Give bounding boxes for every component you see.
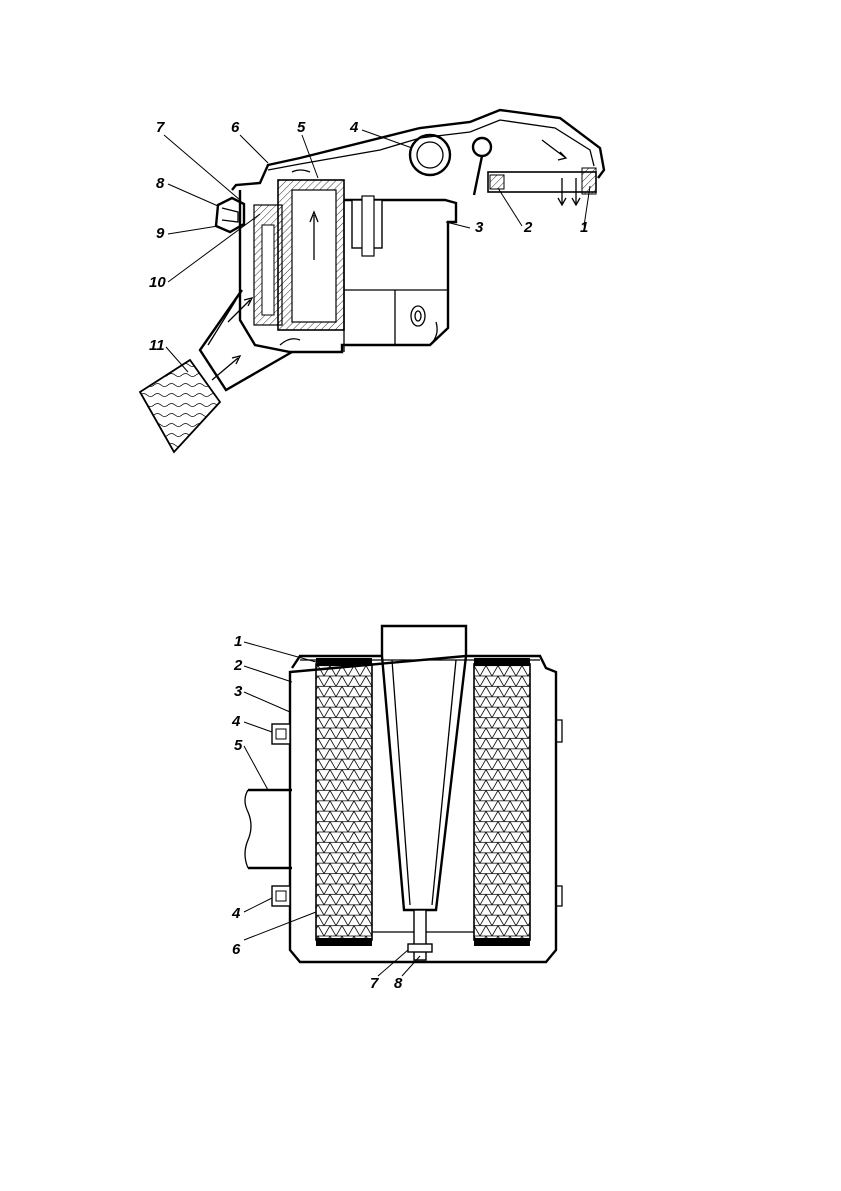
label-1: 1 xyxy=(580,219,588,236)
leader-f2-2 xyxy=(244,666,292,682)
label-9: 9 xyxy=(156,225,165,242)
central-funnel xyxy=(382,626,466,910)
filter-channel xyxy=(262,225,274,315)
label-f2-6: 6 xyxy=(232,941,241,958)
lever-knob xyxy=(473,138,491,156)
housing-corner xyxy=(430,322,437,345)
label-5: 5 xyxy=(297,119,306,136)
corrugated-hose xyxy=(140,360,220,452)
outlet-seal-left xyxy=(490,175,504,189)
nut xyxy=(408,944,432,952)
label-3: 3 xyxy=(475,219,484,236)
side-pipe-break xyxy=(245,790,251,868)
bolt-hole xyxy=(411,306,425,326)
leader-8 xyxy=(168,184,218,206)
flow-arrow-outlet xyxy=(542,140,566,160)
bracket-lower xyxy=(272,886,290,906)
indicator-window xyxy=(417,142,443,168)
filter-cap-right-top xyxy=(474,658,530,666)
leader-9 xyxy=(168,226,218,234)
label-11: 11 xyxy=(149,337,165,354)
bracket-upper xyxy=(272,724,290,744)
leader-7 xyxy=(164,135,240,200)
label-f2-5: 5 xyxy=(234,737,243,754)
lever-arm xyxy=(474,156,482,195)
filter-element-left xyxy=(316,664,372,940)
side-pipe xyxy=(248,790,292,868)
filter-cap-left-top xyxy=(316,658,372,666)
leader-f2-5 xyxy=(244,746,268,790)
flow-arrow-bottom xyxy=(280,339,300,345)
leader-f2-6 xyxy=(244,912,316,940)
figure-2-filter-section: 1 2 3 4 5 4 6 7 8 xyxy=(231,626,562,992)
label-f2-3: 3 xyxy=(234,683,243,700)
figure-1-air-cleaner-section: 7 6 5 4 3 2 1 8 9 10 11 xyxy=(140,110,604,452)
funnel-inner-lines xyxy=(392,660,456,905)
label-f2-2: 2 xyxy=(233,657,243,674)
leader-3 xyxy=(446,222,470,228)
label-f2-8: 8 xyxy=(394,975,403,992)
leader-2 xyxy=(498,188,522,226)
label-f2-4a: 4 xyxy=(231,713,241,730)
inlet-pipe-inner xyxy=(208,300,236,345)
leader-f2-1 xyxy=(244,642,316,662)
indicator-housing xyxy=(410,135,450,175)
latch-detail xyxy=(222,208,238,222)
label-8: 8 xyxy=(156,175,165,192)
flow-arrow-top xyxy=(292,170,310,172)
filter-cap-left-bottom xyxy=(316,938,372,946)
leader-10 xyxy=(168,214,260,282)
label-2: 2 xyxy=(523,219,533,236)
label-7: 7 xyxy=(156,119,165,136)
leader-6 xyxy=(240,135,268,163)
leader-f2-3 xyxy=(244,692,290,712)
bolt-hole-inner xyxy=(415,311,421,321)
label-f2-7: 7 xyxy=(370,975,379,992)
label-10: 10 xyxy=(149,274,166,291)
flow-arrow-inlet xyxy=(212,356,240,380)
label-6: 6 xyxy=(231,119,240,136)
clamp-bolt xyxy=(362,196,374,256)
label-f2-4b: 4 xyxy=(231,905,241,922)
leader-f2-8 xyxy=(402,956,420,976)
label-f2-1: 1 xyxy=(234,633,242,650)
label-4: 4 xyxy=(349,119,359,136)
filter-element-right xyxy=(474,664,530,940)
leader-f2-4b xyxy=(244,898,272,912)
filter-cap-right-bottom xyxy=(474,938,530,946)
leader-f2-4a xyxy=(244,722,272,732)
